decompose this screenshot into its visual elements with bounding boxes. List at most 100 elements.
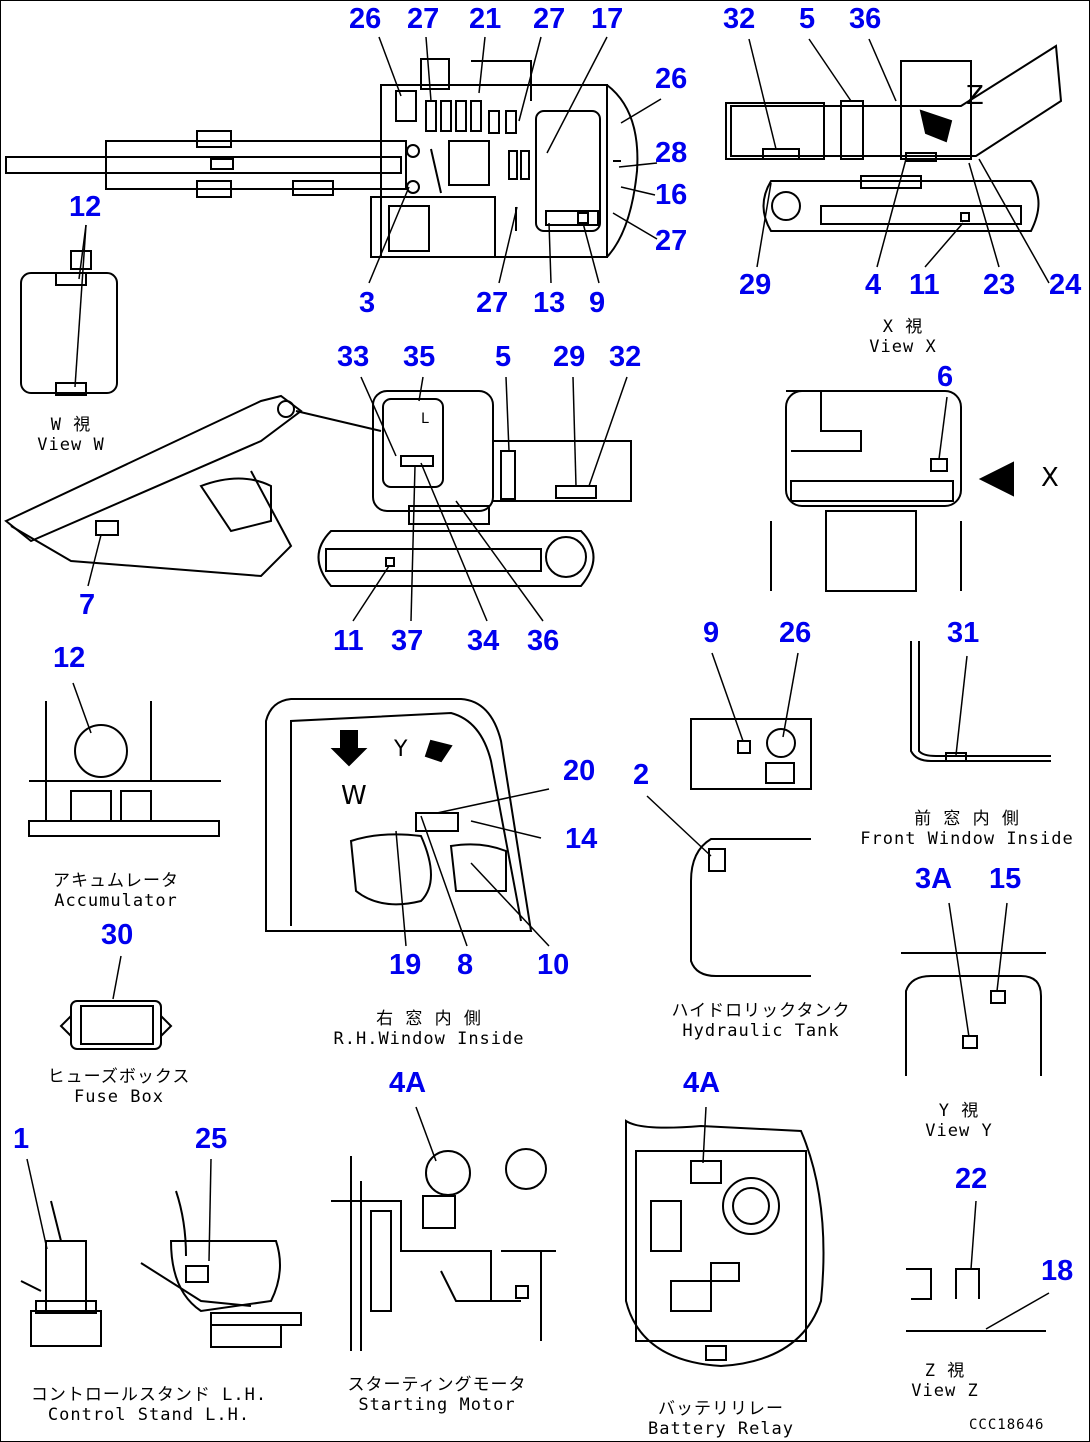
fuse-box-caption-en: Fuse Box bbox=[74, 1087, 164, 1107]
callout-17: 17 bbox=[591, 3, 624, 35]
callout-4a: 4A bbox=[389, 1067, 427, 1099]
view-x-marker: X bbox=[1041, 463, 1059, 493]
callout-31: 31 bbox=[947, 617, 980, 649]
view-z-caption: Z 視 View Z bbox=[911, 1361, 978, 1401]
callout-6: 6 bbox=[937, 361, 954, 393]
front-window-caption: 前 窓 内 側 Front Window Inside bbox=[860, 809, 1073, 849]
battery-relay-caption: バッテリリレー Battery Relay bbox=[648, 1399, 794, 1439]
callout-19: 19 bbox=[389, 949, 422, 981]
view-x-caption-en: View X bbox=[869, 337, 937, 357]
starting-motor-drawing bbox=[331, 1148, 556, 1351]
callout-30: 30 bbox=[101, 919, 134, 951]
callout-7: 7 bbox=[79, 589, 96, 621]
callout-21: 21 bbox=[469, 3, 502, 35]
view-w-caption-en: View W bbox=[37, 435, 105, 455]
callout-10: 10 bbox=[537, 949, 570, 981]
rear-view-drawing bbox=[770, 390, 1014, 592]
callout-5: 5 bbox=[799, 3, 816, 35]
callout-37: 37 bbox=[391, 625, 424, 657]
callout-14: 14 bbox=[565, 823, 598, 855]
callout-13: 13 bbox=[533, 287, 566, 319]
callout-27: 27 bbox=[407, 3, 440, 35]
callout-34: 34 bbox=[467, 625, 500, 657]
view-z-caption-jp: Z 視 bbox=[924, 1361, 966, 1381]
callout-26: 26 bbox=[349, 3, 382, 35]
view-w-marker: W bbox=[341, 781, 367, 811]
control-stand-caption-en: Control Stand L.H. bbox=[47, 1405, 251, 1425]
callout-9: 9 bbox=[703, 617, 720, 649]
view-z-drawing bbox=[906, 1268, 1046, 1332]
callout-3a: 3A bbox=[915, 863, 953, 895]
view-y-caption-en: View Y bbox=[925, 1121, 993, 1141]
callout-33: 33 bbox=[337, 341, 370, 373]
callout-32: 32 bbox=[723, 3, 756, 35]
view-w-drawing bbox=[20, 250, 118, 396]
top-view-drawing bbox=[5, 58, 639, 258]
callout-3: 3 bbox=[359, 287, 376, 319]
rh-window-caption-jp: 右 窓 内 側 bbox=[376, 1009, 482, 1029]
hydraulic-tank-drawing bbox=[690, 838, 811, 977]
view-x-caption: X 視 View X bbox=[869, 317, 936, 357]
battery-relay-caption-en: Battery Relay bbox=[647, 1419, 795, 1439]
l-marker: L bbox=[421, 411, 429, 427]
accumulator-caption: アキュムレータ Accumulator bbox=[53, 871, 179, 911]
callout-15: 15 bbox=[989, 863, 1022, 895]
callout-12: 12 bbox=[69, 191, 102, 223]
view-y-caption: Y 視 View Y bbox=[925, 1101, 992, 1141]
view-w-caption: W 視 View W bbox=[37, 415, 104, 455]
callout-27: 27 bbox=[655, 225, 688, 257]
rh-window-caption: 右 窓 内 側 R.H.Window Inside bbox=[334, 1009, 525, 1049]
starting-motor-caption-en: Starting Motor bbox=[358, 1395, 516, 1415]
callout-12: 12 bbox=[53, 642, 86, 674]
view-w-caption-jp: W 視 bbox=[50, 415, 92, 435]
callout-24: 24 bbox=[1049, 269, 1082, 301]
control-stand-caption-jp: コントロールスタンド L.H. bbox=[30, 1385, 268, 1405]
callout-25: 25 bbox=[195, 1123, 228, 1155]
callout-32: 32 bbox=[609, 341, 642, 373]
callout-1: 1 bbox=[13, 1123, 30, 1155]
view-x-caption-jp: X 視 bbox=[882, 317, 924, 337]
callout-23: 23 bbox=[983, 269, 1016, 301]
view-y-drawing bbox=[901, 952, 1046, 1076]
callout-29: 29 bbox=[553, 341, 586, 373]
callout-11: 11 bbox=[333, 625, 364, 657]
callout-16: 16 bbox=[655, 179, 688, 211]
callout-26: 26 bbox=[655, 63, 688, 95]
hydraulic-tank-caption-en: Hydraulic Tank bbox=[682, 1021, 840, 1041]
callout-35: 35 bbox=[403, 341, 436, 373]
callout-2: 2 bbox=[633, 759, 650, 791]
view-z-marker: Z bbox=[966, 81, 984, 111]
fuse-box-drawing bbox=[59, 1000, 173, 1050]
callout-5: 5 bbox=[495, 341, 512, 373]
callout-36: 36 bbox=[527, 625, 560, 657]
callout-9: 9 bbox=[589, 287, 606, 319]
hydraulic-tank-caption: ハイドロリックタンク Hydraulic Tank bbox=[672, 1001, 851, 1041]
callout-8: 8 bbox=[457, 949, 474, 981]
view-y-marker: Y bbox=[394, 737, 408, 762]
battery-relay-drawing bbox=[625, 1119, 825, 1368]
hydraulic-tank-top-drawing bbox=[690, 718, 812, 790]
callout-28: 28 bbox=[655, 137, 688, 169]
view-x-drawing bbox=[725, 44, 1063, 232]
callout-26: 26 bbox=[779, 617, 812, 649]
callout-4: 4 bbox=[865, 269, 882, 301]
control-stand-caption: コントロールスタンド L.H. Control Stand L.H. bbox=[31, 1385, 267, 1425]
callout-22: 22 bbox=[955, 1163, 988, 1195]
accumulator-caption-en: Accumulator bbox=[54, 891, 178, 911]
callout-36: 36 bbox=[849, 3, 882, 35]
callout-27: 27 bbox=[533, 3, 566, 35]
leader-lines bbox=[26, 36, 1050, 1330]
rh-window-caption-en: R.H.Window Inside bbox=[333, 1029, 525, 1049]
fuse-box-caption-jp: ヒューズボックス bbox=[47, 1067, 191, 1087]
callout-4a: 4A bbox=[683, 1067, 721, 1099]
battery-relay-caption-jp: バッテリリレー bbox=[658, 1399, 784, 1419]
front-window-drawing bbox=[910, 641, 1051, 762]
hydraulic-tank-caption-jp: ハイドロリックタンク bbox=[671, 1001, 851, 1021]
callout-20: 20 bbox=[563, 755, 596, 787]
starting-motor-caption-jp: スターティングモータ bbox=[347, 1375, 527, 1395]
view-z-caption-en: View Z bbox=[911, 1381, 979, 1401]
callout-18: 18 bbox=[1041, 1255, 1074, 1287]
control-stand-drawing bbox=[20, 1190, 302, 1348]
